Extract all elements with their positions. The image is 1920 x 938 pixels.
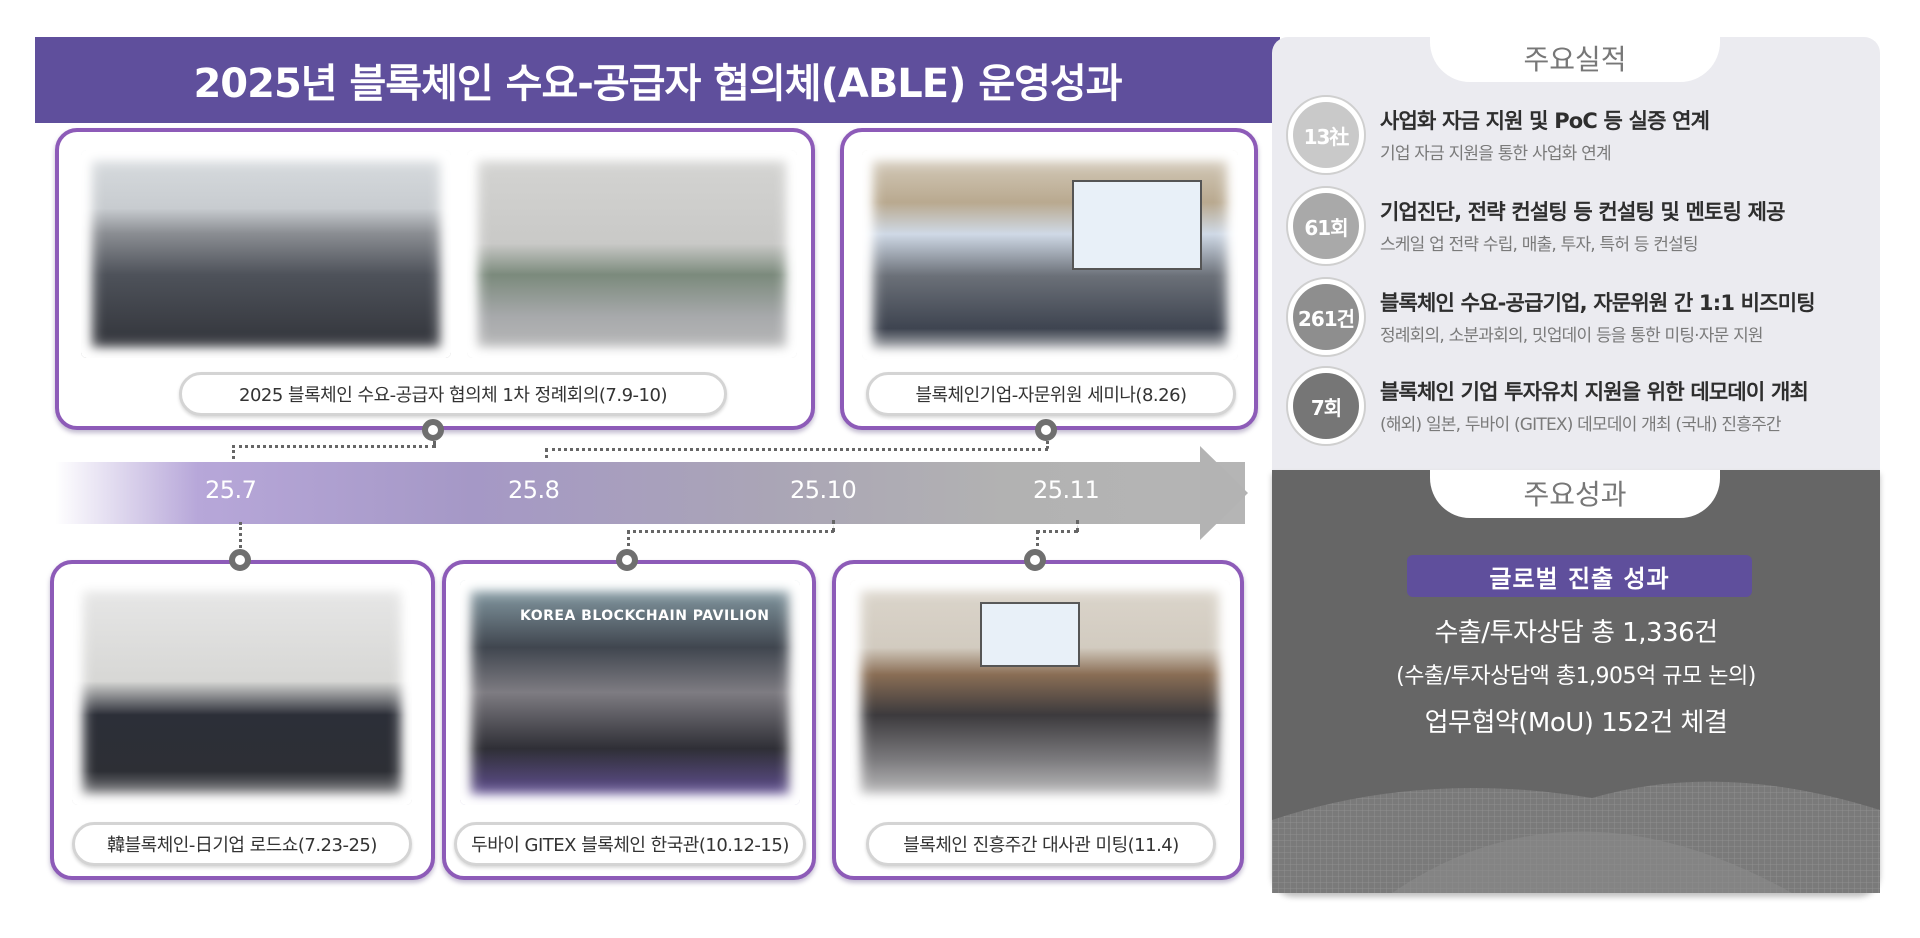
- stat-value: 261건: [1293, 284, 1359, 350]
- event-card-seminar: 블록체인기업-자문위원 세미나(8.26): [840, 128, 1258, 430]
- pavilion-banner: KOREA BLOCKCHAIN PAVILION: [520, 608, 770, 624]
- connector-line: [545, 448, 1048, 451]
- connector-line: [627, 530, 834, 533]
- timeline-bar: [55, 462, 1245, 524]
- stat-badge: 7회: [1286, 366, 1366, 446]
- timeline-pin: [1024, 549, 1046, 571]
- event-card-gitex: KOREA BLOCKCHAIN PAVILION 두바이 GITEX 블록체인…: [442, 560, 816, 880]
- stat-title: 기업진단, 전략 컨설팅 등 컨설팅 및 멘토링 제공: [1380, 200, 1785, 224]
- stat-subtitle: (해외) 일본, 두바이 (GITEX) 데모데이 개최 (국내) 진흥주간: [1380, 415, 1782, 435]
- timeline-label-25-10: 25.10: [790, 476, 857, 504]
- key-records-tab: [1430, 30, 1720, 82]
- page-title: 2025년 블록체인 수요-공급자 협의체(ABLE) 운영성과: [193, 61, 1122, 107]
- stat-badge: 61회: [1286, 186, 1366, 266]
- connector-line: [239, 522, 242, 554]
- global-results-badge: 글로벌 진출 성과: [1407, 555, 1752, 597]
- event-caption: 블록체인기업-자문위원 세미나(8.26): [866, 372, 1236, 416]
- stat-value: 7회: [1293, 373, 1359, 439]
- event-card-regular-meeting: 2025 블록체인 수요-공급자 협의체 1차 정례회의(7.9-10): [55, 128, 815, 430]
- event-card-embassy: 블록체인 진흥주간 대사관 미팅(11.4): [832, 560, 1244, 880]
- stat-subtitle: 스케일 업 전략 수립, 매출, 투자, 특허 등 컨설팅: [1380, 235, 1699, 255]
- connector-line: [1036, 530, 1078, 533]
- stat-subtitle: 기업 자금 지원을 통한 사업화 연계: [1380, 144, 1612, 164]
- timeline-arrow-icon: [1200, 446, 1248, 540]
- wave-mesh-graphic: [1272, 781, 1880, 893]
- stat-row: 261건 블록체인 수요-공급기업, 자문위원 간 1:1 비즈미팅 정례회의,…: [1284, 277, 1874, 361]
- stat-badge: 13社: [1286, 95, 1366, 175]
- connector-line: [832, 520, 835, 532]
- connector-line: [1046, 441, 1049, 449]
- timeline-label-25-11: 25.11: [1033, 476, 1100, 504]
- photo-table-meeting: [467, 150, 797, 358]
- event-card-roadshow: 韓블록체인-日기업 로드쇼(7.23-25): [50, 560, 435, 880]
- timeline-pin: [422, 419, 444, 441]
- timeline-pin: [1035, 419, 1057, 441]
- result-consultations: 수출/투자상담 총 1,336건: [1434, 618, 1718, 648]
- photo-group-roadshow: [72, 580, 412, 805]
- event-caption: 두바이 GITEX 블록체인 한국관(10.12-15): [454, 822, 806, 866]
- stat-row: 61회 기업진단, 전략 컨설팅 등 컨설팅 및 멘토링 제공 스케일 업 전략…: [1284, 186, 1874, 270]
- stat-title: 블록체인 수요-공급기업, 자문위원 간 1:1 비즈미팅: [1380, 291, 1816, 315]
- projector-screen: [1072, 180, 1202, 270]
- connector-line: [1076, 520, 1079, 532]
- stat-value: 61회: [1293, 193, 1359, 259]
- timeline-label-25-7: 25.7: [205, 476, 257, 504]
- event-caption: 2025 블록체인 수요-공급자 협의체 1차 정례회의(7.9-10): [179, 372, 727, 416]
- connector-line: [627, 530, 630, 554]
- stat-row: 7회 블록체인 기업 투자유치 지원을 위한 데모데이 개최 (해외) 일본, …: [1284, 366, 1874, 450]
- key-records-panel: [1272, 37, 1880, 470]
- title-banner: 2025년 블록체인 수요-공급자 협의체(ABLE) 운영성과: [35, 37, 1280, 123]
- result-amount: (수출/투자상담액 총1,905억 규모 논의): [1396, 664, 1756, 689]
- key-records-title: 주요실적: [1523, 43, 1627, 76]
- connector-line: [232, 445, 235, 465]
- stat-title: 블록체인 기업 투자유치 지원을 위한 데모데이 개최: [1380, 380, 1809, 404]
- photo-seminar-room: [862, 150, 1238, 360]
- connector-line: [232, 445, 435, 448]
- key-results-title: 주요성과: [1523, 478, 1627, 511]
- stat-title: 사업화 자금 지원 및 PoC 등 실증 연계: [1380, 109, 1710, 133]
- connector-line: [545, 448, 548, 466]
- timeline-pin: [229, 549, 251, 571]
- projector-screen: [980, 602, 1080, 667]
- connector-line: [1036, 530, 1039, 554]
- stat-row: 13社 사업화 자금 지원 및 PoC 등 실증 연계 기업 자금 지원을 통한…: [1284, 95, 1874, 179]
- timeline-pin: [616, 549, 638, 571]
- event-caption: 韓블록체인-日기업 로드쇼(7.23-25): [72, 822, 412, 866]
- stat-badge: 261건: [1286, 277, 1366, 357]
- timeline-label-25-8: 25.8: [508, 476, 560, 504]
- stat-value: 13社: [1293, 102, 1359, 168]
- photo-conference-audience: [81, 150, 451, 358]
- result-mou: 업무협약(MoU) 152건 체결: [1424, 708, 1728, 738]
- connector-line: [433, 441, 436, 447]
- key-results-tab: [1430, 470, 1720, 518]
- event-caption: 블록체인 진흥주간 대사관 미팅(11.4): [866, 822, 1216, 866]
- stat-subtitle: 정례회의, 소분과회의, 밋업데이 등을 통한 미팅·자문 지원: [1380, 326, 1764, 346]
- photo-gitex-pavilion: KOREA BLOCKCHAIN PAVILION: [460, 580, 800, 805]
- photo-embassy-meeting: [850, 580, 1230, 805]
